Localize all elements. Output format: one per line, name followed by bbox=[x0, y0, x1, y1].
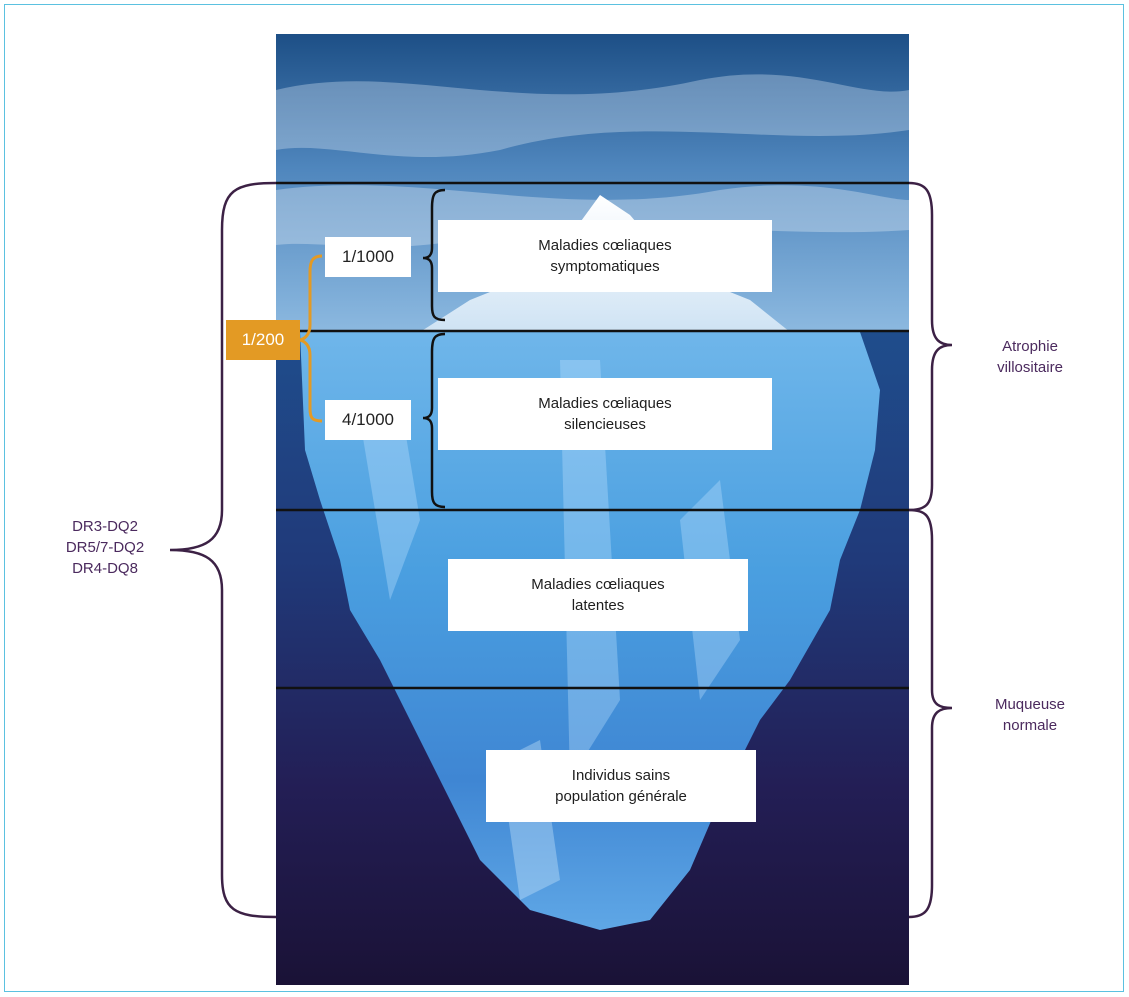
label-hla-line2: DR5/7-DQ2 bbox=[65, 539, 145, 556]
right-brace-normal bbox=[908, 508, 953, 919]
iceberg-body bbox=[300, 332, 880, 930]
label-silent-line1: Maladies cœliaques bbox=[538, 395, 672, 412]
label-healthy-line1: Individus sains bbox=[571, 767, 671, 784]
brace-symptomatic bbox=[422, 188, 446, 322]
label-villous-atrophy: Atrophie villositaire bbox=[975, 336, 1085, 378]
label-symptomatic: Maladies cœliaques symptomatiques bbox=[438, 220, 772, 292]
label-healthy-line2: population générale bbox=[555, 788, 687, 805]
brace-silent bbox=[422, 332, 446, 509]
label-healthy: Individus sains population générale bbox=[486, 750, 756, 822]
label-hla-haplotypes: DR3-DQ2 DR5/7-DQ2 DR4-DQ8 bbox=[45, 516, 165, 579]
label-symptomatic-line1: Maladies cœliaques bbox=[538, 237, 672, 254]
label-latent-line1: Maladies cœliaques bbox=[531, 576, 665, 593]
label-symptomatic-line2: symptomatiques bbox=[550, 258, 660, 275]
prevalence-silent: 4/1000 bbox=[325, 400, 411, 440]
label-villous-atrophy-line2: villositaire bbox=[997, 359, 1063, 376]
label-silent-line2: silencieuses bbox=[564, 416, 646, 433]
label-villous-atrophy-line1: Atrophie bbox=[1002, 338, 1058, 355]
label-hla-line1: DR3-DQ2 bbox=[72, 518, 138, 535]
label-latent: Maladies cœliaques latentes bbox=[448, 559, 748, 631]
label-latent-line2: latentes bbox=[571, 597, 625, 614]
prevalence-symptomatic: 1/1000 bbox=[325, 237, 411, 277]
left-brace bbox=[169, 181, 277, 919]
layer-separators bbox=[276, 181, 909, 690]
right-brace-atrophy bbox=[908, 181, 953, 512]
label-normal-mucosa: Muqueuse normale bbox=[975, 694, 1085, 736]
figure-frame bbox=[4, 4, 1124, 992]
label-silent: Maladies cœliaques silencieuses bbox=[438, 378, 772, 450]
label-normal-mucosa-line2: normale bbox=[1002, 717, 1058, 734]
label-normal-mucosa-line1: Muqueuse bbox=[994, 696, 1066, 713]
prevalence-total: 1/200 bbox=[226, 320, 300, 360]
label-hla-line3: DR4-DQ8 bbox=[72, 560, 138, 577]
